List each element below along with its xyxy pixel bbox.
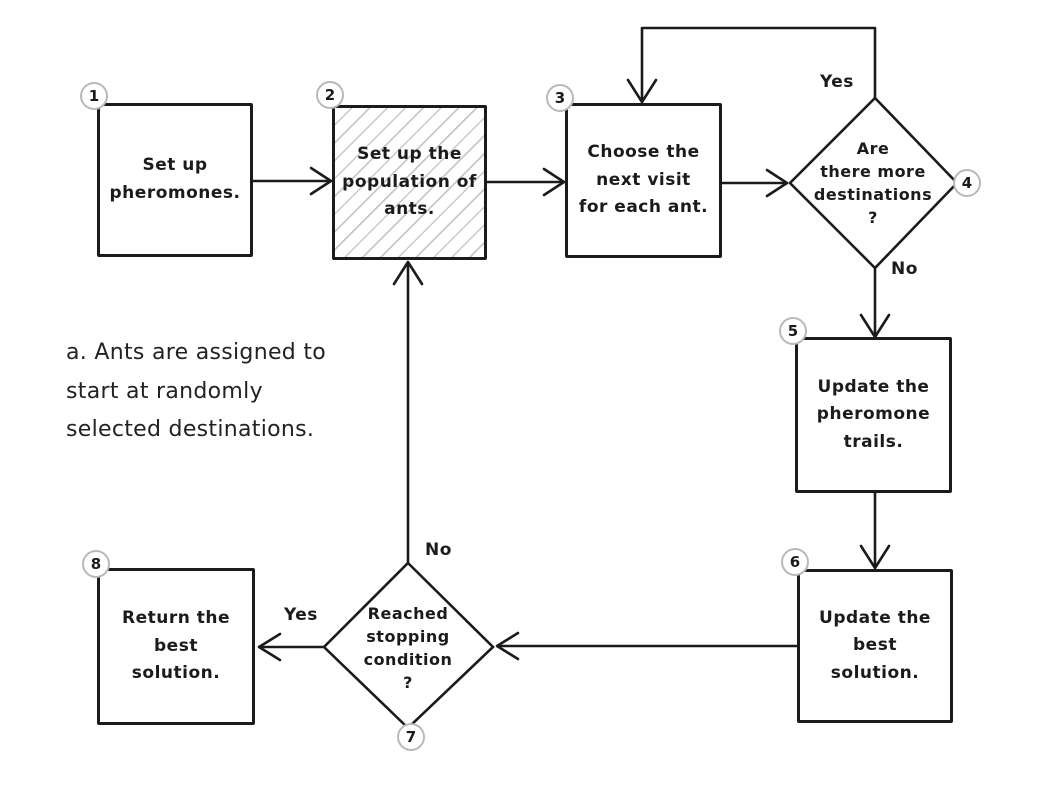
edge-label-no-destinations: No xyxy=(891,259,918,279)
node-set-up-population: Set up the population of ants. xyxy=(332,105,487,260)
arrowhead-6-7 xyxy=(495,631,520,661)
step-badge-2: 2 xyxy=(316,81,344,109)
arrowhead-4-3-yes xyxy=(626,78,658,104)
step-badge-5: 5 xyxy=(779,317,807,345)
decision-label-more-destinations: Are there more destinations ? xyxy=(813,138,933,228)
step-badge-8: 8 xyxy=(82,550,110,578)
step-badge-6: 6 xyxy=(781,548,809,576)
arrowhead-1-2 xyxy=(309,166,333,196)
edge-label-yes-stopping: Yes xyxy=(284,605,318,625)
node-set-up-pheromones: Set up pheromones. xyxy=(97,103,253,257)
edge-label-no-stopping: No xyxy=(425,540,452,560)
step-badge-3: 3 xyxy=(546,84,574,112)
node-update-best-solution: Update the best solution. xyxy=(797,569,953,723)
arrowhead-3-4 xyxy=(765,168,789,198)
node-update-pheromone-trails: Update the pheromone trails. xyxy=(795,337,952,493)
edge-label-yes-destinations: Yes xyxy=(820,72,854,92)
decision-diamond-4 xyxy=(788,96,959,270)
edge-4-3-yes xyxy=(640,26,877,103)
decision-label-stopping-condition: Reached stopping condition ? xyxy=(363,603,453,693)
annotation-note-a: a. Ants are assigned to start at randoml… xyxy=(66,340,327,442)
node-choose-next-visit: Choose the next visit for each ant. xyxy=(565,103,722,258)
arrowhead-7-2-no xyxy=(392,260,424,286)
node-return-best-solution: Return the best solution. xyxy=(97,568,255,725)
arrowhead-2-3 xyxy=(542,167,566,197)
arrowhead-5-6 xyxy=(859,544,891,570)
arrowhead-7-8-yes xyxy=(257,632,282,662)
step-badge-7: 7 xyxy=(397,723,425,751)
step-badge-4: 4 xyxy=(953,169,981,197)
step-badge-1: 1 xyxy=(80,82,108,110)
